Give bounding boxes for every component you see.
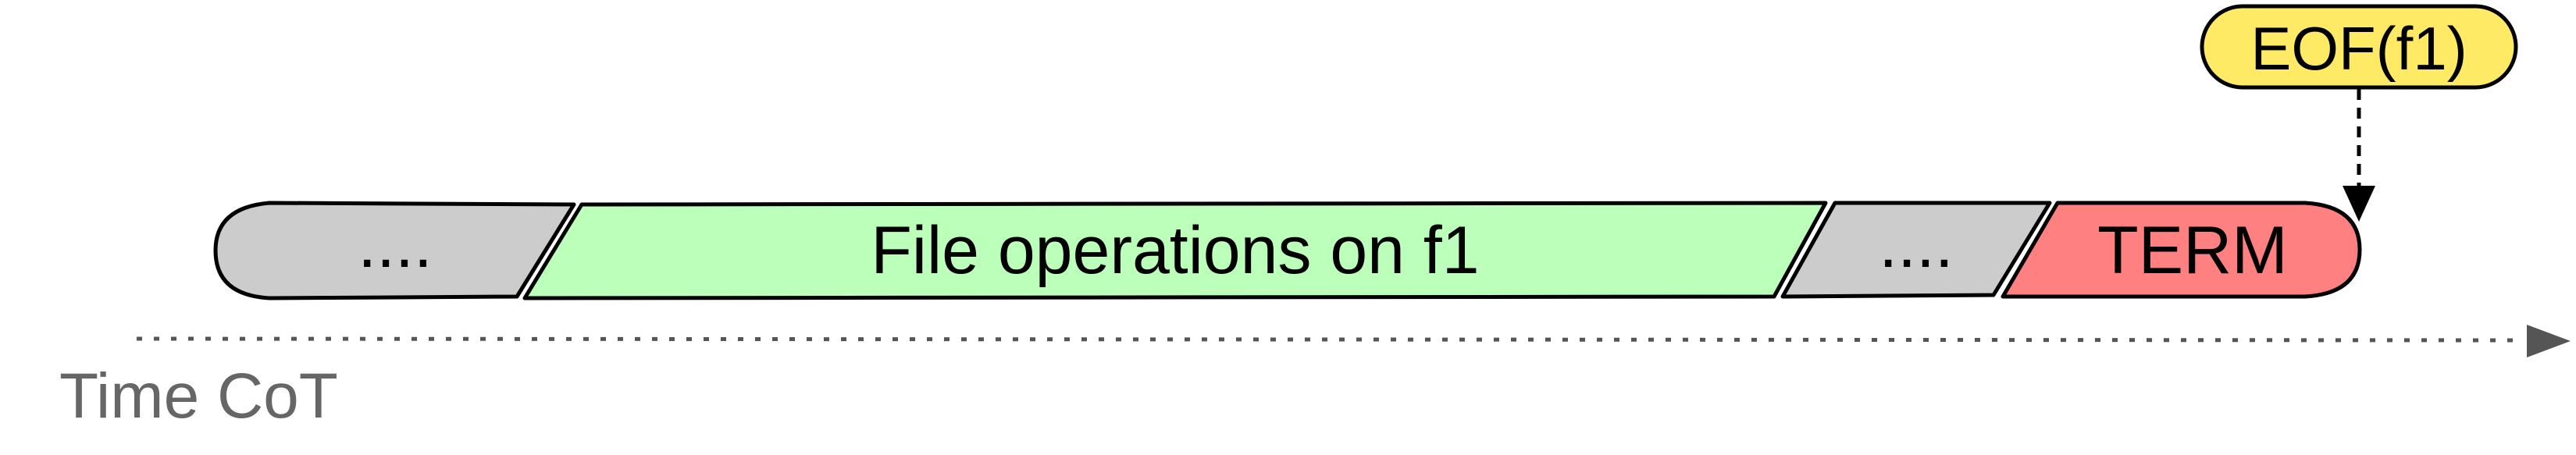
time-axis-arrowhead xyxy=(2527,325,2571,357)
callout-arrowhead xyxy=(2343,186,2375,222)
segment-pre xyxy=(213,201,576,300)
callout-eof-label: EOF(f1) xyxy=(2250,14,2467,83)
segment-mid-label: .... xyxy=(1879,207,1954,282)
segment-mid xyxy=(1780,201,2052,299)
callout-eof xyxy=(2200,4,2518,90)
time-axis xyxy=(136,336,2523,343)
segment-term-label: TERM xyxy=(2097,213,2288,288)
segment-pre-label: .... xyxy=(358,207,433,282)
segment-term xyxy=(2001,201,2362,299)
segment-file-operations-label: File operations on f1 xyxy=(871,213,1479,288)
segment-file-operations xyxy=(522,201,1828,300)
time-axis-label: Time CoT xyxy=(59,361,338,432)
